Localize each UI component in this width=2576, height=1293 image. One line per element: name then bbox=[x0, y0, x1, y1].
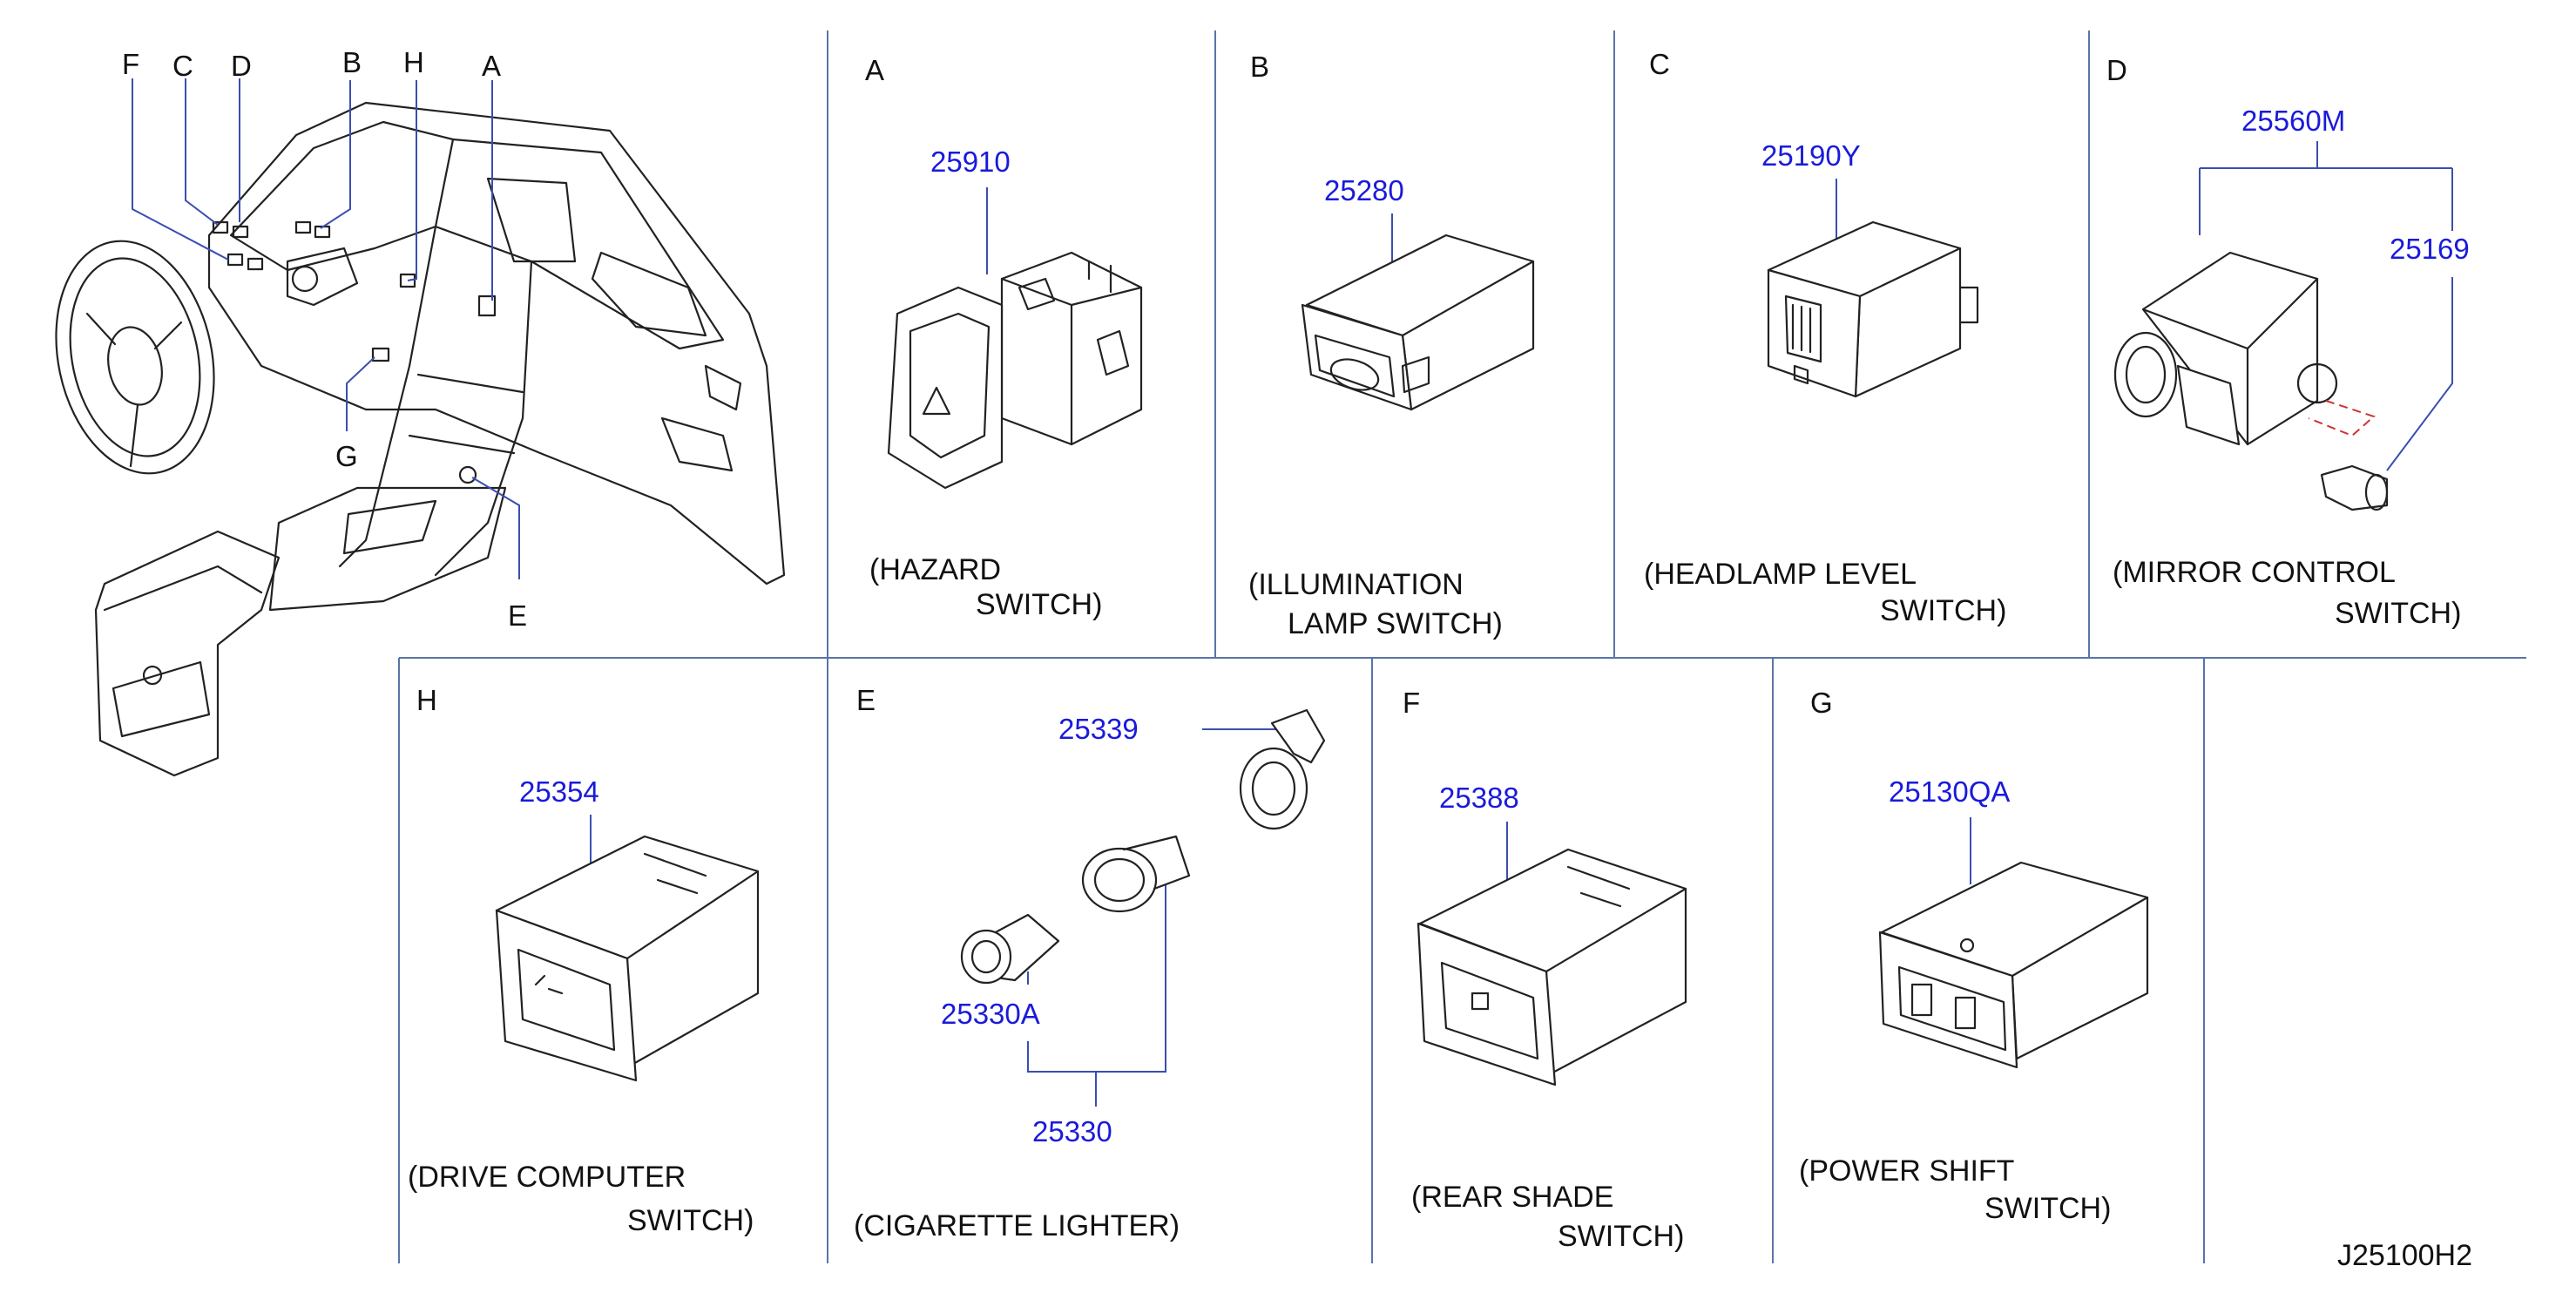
panel-h: H 25354 (DRIVE COMPUTER SWITCH) bbox=[408, 684, 760, 1237]
part-number-25339: 25339 bbox=[1058, 713, 1139, 745]
panel-h-caption-line-1: (DRIVE COMPUTER bbox=[408, 1161, 686, 1194]
panel-g: G 25130QA (POWER SHIFT SWITCH) bbox=[1799, 687, 2149, 1225]
panel-f: F 25388 (REAR SHADE SWITCH) bbox=[1403, 687, 1687, 1253]
panel-e-letter: E bbox=[856, 684, 876, 716]
panel-a-letter: A bbox=[865, 54, 884, 86]
illumination-switch-drawing bbox=[1301, 234, 1535, 411]
part-number-25354: 25354 bbox=[519, 775, 599, 808]
panel-f-letter: F bbox=[1403, 687, 1420, 719]
callout-d: D bbox=[231, 50, 252, 82]
overview-callouts: F C D B H A G E bbox=[122, 46, 527, 632]
part-number-25130qa: 25130QA bbox=[1889, 775, 2010, 808]
panel-e: E 25339 25330A 25330 (CIGARETTE LIGHTER) bbox=[854, 684, 1326, 1242]
panel-h-letter: H bbox=[416, 684, 437, 716]
part-number-25330: 25330 bbox=[1032, 1115, 1112, 1147]
callout-f: F bbox=[122, 48, 139, 80]
callout-c: C bbox=[172, 50, 193, 82]
power-shift-switch-drawing bbox=[1878, 861, 2149, 1069]
panel-a: A 25910 (HAZARD SWITCH) bbox=[865, 54, 1143, 621]
panel-g-letter: G bbox=[1810, 687, 1833, 719]
panel-f-caption-line-2: SWITCH) bbox=[1558, 1220, 1684, 1253]
panel-c-caption-line-1: (HEADLAMP LEVEL bbox=[1644, 558, 1917, 591]
part-number-25388: 25388 bbox=[1439, 782, 1519, 814]
steering-wheel-drawing bbox=[55, 240, 215, 475]
rear-shade-switch-drawing bbox=[1416, 848, 1687, 1087]
part-number-25560m: 25560M bbox=[2241, 105, 2345, 137]
dashboard-overview bbox=[55, 78, 786, 777]
drive-computer-switch-drawing bbox=[495, 835, 760, 1082]
panel-b: B 25280 (ILLUMINATION LAMP SWITCH) bbox=[1248, 51, 1535, 640]
panel-g-caption-line-1: (POWER SHIFT bbox=[1799, 1154, 2014, 1188]
panel-e-caption: (CIGARETTE LIGHTER) bbox=[854, 1209, 1180, 1242]
panel-h-caption-line-2: SWITCH) bbox=[627, 1204, 754, 1237]
panel-c-caption-line-2: SWITCH) bbox=[1880, 594, 2006, 627]
callout-a: A bbox=[482, 50, 501, 82]
panel-b-letter: B bbox=[1250, 51, 1269, 83]
callout-b: B bbox=[342, 46, 362, 78]
callout-h: H bbox=[403, 46, 424, 78]
panel-d: D 25560M 25169 (MIRROR CONTROL SWITCH) bbox=[2106, 54, 2470, 630]
panel-c-letter: C bbox=[1649, 48, 1670, 80]
panel-g-caption-line-2: SWITCH) bbox=[1984, 1192, 2111, 1225]
part-number-25910: 25910 bbox=[930, 146, 1011, 178]
panel-d-caption-line-1: (MIRROR CONTROL bbox=[2113, 556, 2396, 589]
callout-e: E bbox=[508, 599, 527, 632]
panel-f-caption-line-1: (REAR SHADE bbox=[1411, 1181, 1613, 1214]
panel-d-letter: D bbox=[2106, 54, 2127, 86]
mirror-control-switch-drawing bbox=[2113, 251, 2389, 511]
panel-b-caption-line-2: LAMP SWITCH) bbox=[1288, 607, 1503, 640]
part-number-25190y: 25190Y bbox=[1761, 139, 1861, 172]
headlamp-level-switch-drawing bbox=[1767, 220, 1979, 398]
callout-g: G bbox=[335, 440, 358, 472]
part-number-25330a: 25330A bbox=[941, 998, 1040, 1030]
panel-grid bbox=[398, 30, 2526, 1263]
panel-a-caption-line-2: SWITCH) bbox=[976, 588, 1102, 621]
hazard-switch-drawing bbox=[887, 251, 1143, 490]
cigarette-lighter-drawing bbox=[960, 708, 1326, 985]
part-number-25280: 25280 bbox=[1324, 174, 1404, 206]
panel-d-caption-line-2: SWITCH) bbox=[2335, 597, 2461, 630]
panel-c: C 25190Y (HEADLAMP LEVEL SWITCH) bbox=[1644, 48, 2006, 627]
panel-b-caption-line-1: (ILLUMINATION bbox=[1248, 568, 1464, 601]
drawing-id: J25100H2 bbox=[2337, 1239, 2472, 1272]
panel-a-caption-line-1: (HAZARD bbox=[869, 553, 1001, 586]
part-number-25169: 25169 bbox=[2390, 233, 2470, 265]
